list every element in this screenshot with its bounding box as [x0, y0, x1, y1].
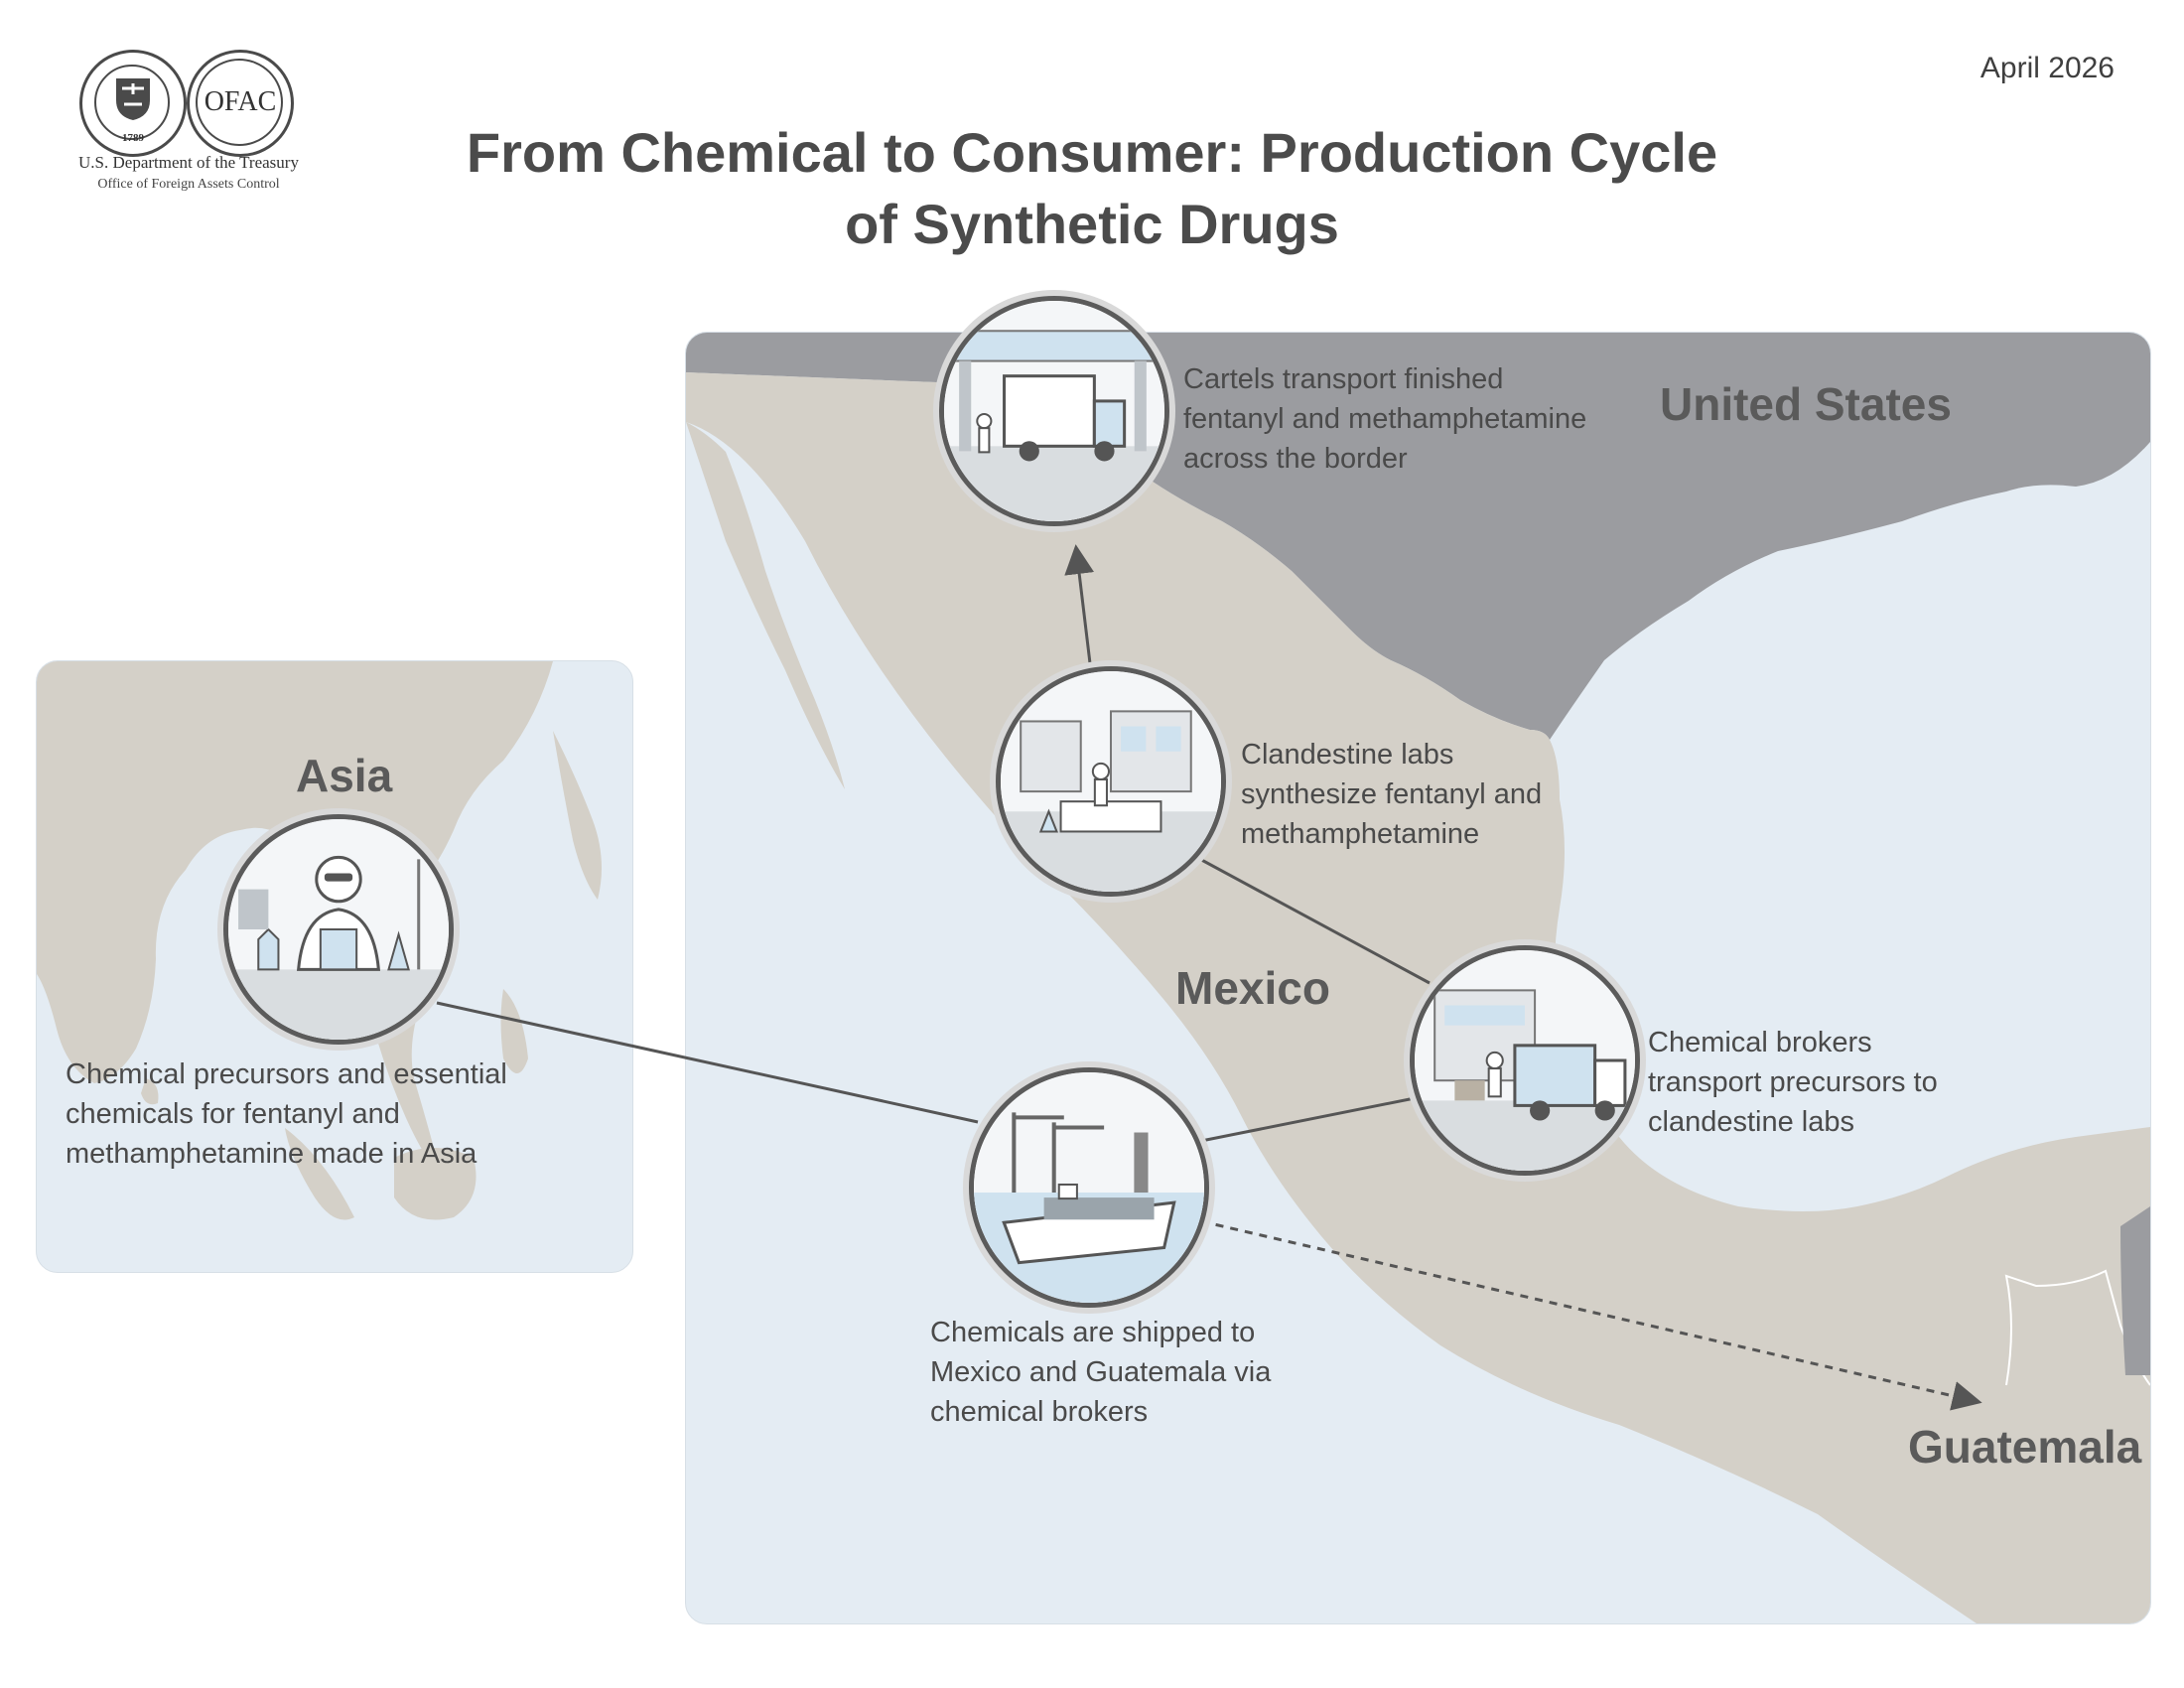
step-text-line: methamphetamine [1241, 818, 1480, 850]
border-crossing-icon [939, 296, 1169, 526]
sumatra-island [285, 1128, 354, 1220]
step-text-labs: Clandestine labs synthesize fentanyl and… [1241, 735, 1542, 854]
ofac-seal-icon: OFAC [187, 50, 294, 157]
step-text-line: transport precursors to [1648, 1066, 1938, 1098]
chemist-illustration [228, 819, 449, 1040]
step-text-border: Cartels transport finished fentanyl and … [1183, 359, 1586, 479]
step-text-line: Clandestine labs [1241, 739, 1454, 771]
department-name: U.S. Department of the Treasury [78, 153, 299, 172]
step-text-ship: Chemicals are shipped to Mexico and Guat… [930, 1313, 1271, 1432]
connector-labs-to-border [1064, 544, 1095, 664]
asia-mainland-landmass [37, 661, 553, 1083]
clandestine-lab-icon [996, 666, 1226, 897]
title-line-2: of Synthetic Drugs [845, 193, 1339, 255]
delivery-truck-icon [1410, 945, 1640, 1176]
step-text-line: clandestine labs [1648, 1106, 1854, 1138]
seal-inner-ring [94, 65, 170, 140]
philippines-islands [500, 989, 528, 1073]
page-title: From Chemical to Consumer: Production Cy… [0, 117, 2184, 260]
report-date: April 2026 [1979, 52, 2115, 84]
region-label-mexico: Mexico [1175, 962, 1330, 1014]
step-text-line: fentanyl and methamphetamine [1183, 403, 1587, 435]
step-text-line: chemical brokers [930, 1396, 1149, 1428]
baja-california-peninsula [686, 422, 845, 789]
step-text-line: across the border [1183, 443, 1408, 475]
connector-brokers-to-labs [1180, 847, 1431, 985]
step-text-line: methamphetamine made in Asia [66, 1138, 478, 1170]
delivery-truck-illustration [1415, 950, 1635, 1171]
connector-asia-to-ship [436, 1001, 979, 1124]
ofac-seal-ring [196, 59, 283, 146]
sri-lanka-island [141, 1078, 159, 1105]
border-crossing-illustration [944, 301, 1164, 521]
seal-emblem-icon [116, 78, 150, 120]
seal-year: 1789 [122, 132, 144, 144]
ofac-seal-text: OFAC [204, 86, 277, 117]
step-text-line: chemicals for fentanyl and [66, 1098, 400, 1130]
office-name: Office of Foreign Assets Control [97, 177, 280, 192]
treasury-seal-icon: 1789 [79, 50, 187, 157]
step-text-asia-make: Chemical precursors and essential chemic… [66, 1055, 507, 1174]
chemist-lab-icon [223, 814, 454, 1045]
step-text-line: Mexico and Guatemala via [930, 1356, 1272, 1388]
region-label-united-states: United States [1660, 378, 1952, 430]
cargo-ship-icon [969, 1067, 1209, 1308]
borneo-island [394, 1148, 477, 1220]
step-text-line: synthesize fentanyl and [1241, 778, 1543, 810]
central-america-us-grey [2120, 1206, 2150, 1375]
connector-ship-to-brokers [1195, 1095, 1421, 1144]
step-text-brokers: Chemical brokers transport precursors to… [1648, 1023, 1938, 1142]
step-text-line: Chemicals are shipped to [930, 1317, 1256, 1348]
step-text-line: Chemical brokers [1648, 1027, 1872, 1058]
step-text-line: Chemical precursors and essential [66, 1058, 507, 1090]
connector-ship-to-guatemala-dashed [1200, 1219, 1982, 1411]
region-label-asia: Asia [296, 750, 393, 801]
clandestine-lab-illustration [1001, 671, 1221, 892]
japan-islands [553, 731, 602, 900]
united-states-landmass [686, 333, 2150, 740]
cargo-ship-illustration [974, 1072, 1204, 1303]
title-line-1: From Chemical to Consumer: Production Cy… [466, 121, 1718, 184]
region-label-guatemala: Guatemala [1908, 1421, 2142, 1473]
step-text-line: Cartels transport finished [1183, 363, 1504, 395]
